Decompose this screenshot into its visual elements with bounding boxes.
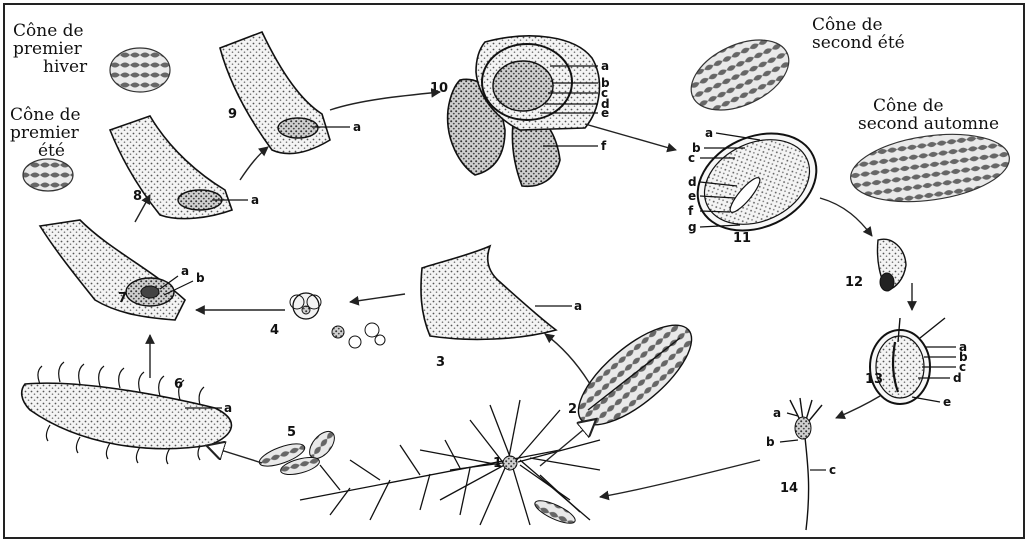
stage-4-pollen: 4 <box>270 293 385 348</box>
stage-14-seedling: a b c 14 <box>766 398 836 530</box>
caption-first-winter-cone: Cône de premier hiver <box>13 21 88 77</box>
stage-number-14: 14 <box>780 481 798 496</box>
stage-11-label-c: c <box>688 151 695 165</box>
stage-12-winged-seed: 12 <box>845 239 906 291</box>
stage-number-4: 4 <box>270 323 279 338</box>
arrow-11-to-12 <box>820 198 872 236</box>
caption-line: été <box>38 141 65 161</box>
stage-11-label-f: f <box>688 204 694 218</box>
stage-number-2: 2 <box>568 402 577 417</box>
stage-3-label-a: a <box>574 299 582 313</box>
stage-5-male-cones: 5 <box>257 425 339 478</box>
caption-line: Cône de <box>812 15 883 35</box>
caption-line: Cône de <box>873 96 944 116</box>
stage-8-label-a: a <box>251 193 259 207</box>
stage-6-female-cone: a 6 <box>22 362 232 464</box>
stage-11-seed-section: a b c d e f g 11 <box>682 115 832 249</box>
arrow-13-to-14 <box>836 396 880 418</box>
stage-14-label-a: a <box>773 406 781 420</box>
stage-11-label-g: g <box>688 220 697 234</box>
stage-14-label-c: c <box>829 463 836 477</box>
stage-14-label-b: b <box>766 435 775 449</box>
stage-6-label-a: a <box>224 401 232 415</box>
stage-number-1: 1 <box>493 456 502 471</box>
arrow-14-to-1 <box>600 460 760 497</box>
caption-line: second automne <box>858 114 999 134</box>
caption-second-summer-cone: Cône de second été <box>812 15 905 53</box>
stage-9-label-a: a <box>353 120 361 134</box>
stage-7-scale-ovule: a b 7 <box>40 220 205 320</box>
arrow-9-to-10 <box>330 92 440 110</box>
stage-number-10: 10 <box>430 81 448 96</box>
stage-11-label-a: a <box>705 126 713 140</box>
stage-number-3: 3 <box>436 355 445 370</box>
stage-10-label-f: f <box>601 139 607 153</box>
stage-13-germinating-seed: a b c d e 13 <box>865 318 968 409</box>
stage-7-label-a: a <box>181 264 189 278</box>
caption-line: Cône de <box>13 21 84 41</box>
caption-first-summer-cone: Cône de premier été <box>10 105 81 161</box>
second-autumn-cone-illustration <box>846 125 1013 211</box>
stage-number-9: 9 <box>228 107 237 122</box>
arrow-5-to-6 <box>208 446 262 463</box>
caption-line: hiver <box>43 57 88 77</box>
stage-1-pine-branch: 1 <box>300 400 600 528</box>
caption-line: premier <box>13 39 83 59</box>
stage-9-scale-ovule: a 9 <box>220 32 361 154</box>
stage-7-label-b: b <box>196 271 205 285</box>
stage-number-7: 7 <box>118 291 127 306</box>
stage-13-label-d: d <box>953 371 962 385</box>
stage-number-5: 5 <box>287 425 296 440</box>
first-winter-cone-illustration <box>110 48 170 92</box>
stage-number-11: 11 <box>733 231 751 246</box>
stage-10-ovule-section: a b c d e f 10 <box>430 36 610 186</box>
stage-10-label-a: a <box>601 59 609 73</box>
caption-line: Cône de <box>10 105 81 125</box>
stage-number-6: 6 <box>174 377 183 392</box>
stage-3-scale: a 3 <box>421 246 582 370</box>
stage-number-12: 12 <box>845 275 863 290</box>
stage-number-8: 8 <box>133 189 142 204</box>
stage-11-label-e: e <box>688 189 696 203</box>
first-summer-cone-illustration <box>23 159 73 191</box>
arrow-10-to-11 <box>585 124 676 150</box>
caption-line: second été <box>812 33 905 53</box>
stage-11-label-d: d <box>688 175 697 189</box>
stage-10-label-e: e <box>601 106 609 120</box>
caption-second-autumn-cone: Cône de second automne <box>858 96 999 134</box>
caption-line: premier <box>10 123 80 143</box>
arrow-2-to-3 <box>545 334 590 384</box>
stage-number-13: 13 <box>865 372 883 387</box>
stage-13-label-e: e <box>943 395 951 409</box>
arrow-8-to-9 <box>240 147 268 180</box>
second-summer-cone-illustration <box>680 26 800 124</box>
stage-8-scale-ovule: a 8 <box>110 116 259 219</box>
arrow-3-to-4 <box>350 294 405 302</box>
